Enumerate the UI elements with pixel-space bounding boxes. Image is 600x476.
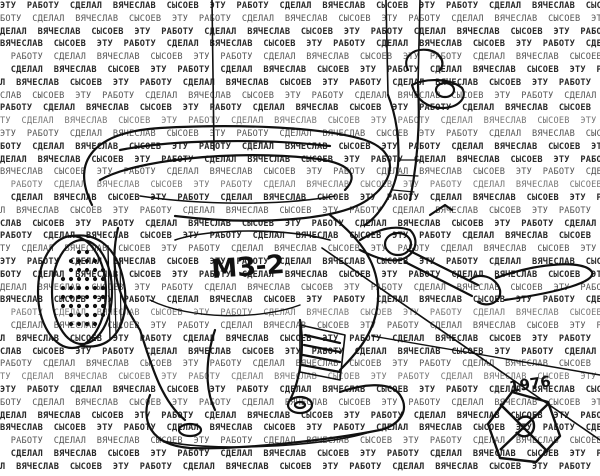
artist-signature-emblem	[486, 390, 562, 464]
typed-text-line: БОТУ СДЕЛАЛ ВЯЧЕСЛАВ СЫСОЕВ ЭТУ РАБОТУ С…	[0, 397, 600, 408]
plate-hole	[76, 285, 82, 291]
typed-text-line: ВЯЧЕСЛАВ СЫСОЕВ ЭТУ РАБОТУ СДЕЛАЛ ВЯЧЕСЛ…	[0, 39, 600, 50]
plate-hole	[84, 303, 90, 309]
plate-hole	[60, 303, 66, 309]
plate-hole	[92, 258, 98, 264]
plate-hole	[84, 285, 90, 291]
typed-text-line: Л ВЯЧЕСЛАВ СЫСОЕВ ЭТУ РАБОТУ СДЕЛАЛ ВЯЧЕ…	[0, 205, 592, 216]
typed-text-line: БОТУ СДЕЛАЛ ВЯЧЕСЛАВ СЫСОЕВ ЭТУ РАБОТУ С…	[0, 13, 600, 24]
plate-hole	[84, 249, 90, 255]
plate-hole	[92, 276, 98, 282]
plate-hole	[100, 294, 106, 300]
typed-text-line: ВЯЧЕСЛАВ СЫСОЕВ ЭТУ РАБОТУ СДЕЛАЛ ВЯЧЕСЛ…	[0, 167, 600, 178]
typed-text-line: Л ВЯЧЕСЛАВ СЫСОЕВ ЭТУ РАБОТУ СДЕЛАЛ ВЯЧЕ…	[0, 461, 592, 472]
plate-hole	[60, 294, 66, 300]
typed-text-line: СДЕЛАЛ ВЯЧЕСЛАВ СЫСОЕВ ЭТУ РАБОТУ СДЕЛАЛ…	[10, 192, 600, 203]
plate-hole	[100, 303, 106, 309]
plate-hole	[92, 294, 98, 300]
plate-hole	[76, 294, 82, 300]
typed-text-line: СЛАВ СЫСОЕВ ЭТУ РАБОТУ СДЕЛАЛ ВЯЧЕСЛАВ С…	[0, 218, 597, 229]
plate-hole	[92, 321, 98, 327]
typed-text-line: ДЕЛАЛ ВЯЧЕСЛАВ СЫСОЕВ ЭТУ РАБОТУ СДЕЛАЛ …	[0, 282, 600, 293]
typed-text-line: РАБОТУ СДЕЛАЛ ВЯЧЕСЛАВ СЫСОЕВ ЭТУ РАБОТУ…	[0, 359, 592, 370]
typed-text-line: Л ВЯЧЕСЛАВ СЫСОЕВ ЭТУ РАБОТУ СДЕЛАЛ ВЯЧЕ…	[0, 77, 592, 88]
plate-hole	[76, 276, 82, 282]
plate-hole	[84, 294, 90, 300]
plate-hole	[92, 312, 98, 318]
plate-hole	[92, 285, 98, 291]
plate-hole	[68, 276, 74, 282]
model-label: МЗ-2	[210, 250, 285, 285]
plate-hole	[92, 267, 98, 273]
typed-text-line: ТУ СДЕЛАЛ ВЯЧЕСЛАВ СЫСОЕВ ЭТУ РАБОТУ СДЕ…	[0, 244, 597, 255]
typed-text-line: СДЕЛАЛ ВЯЧЕСЛАВ СЫСОЕВ ЭТУ РАБОТУ СДЕЛАЛ…	[10, 320, 600, 331]
typed-text-line: РАБОТУ СДЕЛАЛ ВЯЧЕСЛАВ СЫСОЕВ ЭТУ РАБОТУ…	[10, 52, 600, 63]
plate-hole	[68, 267, 74, 273]
plate-hole	[68, 303, 74, 309]
plate-hole	[84, 276, 90, 282]
plate-hole	[76, 303, 82, 309]
typed-text-line: ТУ СДЕЛАЛ ВЯЧЕСЛАВ СЫСОЕВ ЭТУ РАБОТУ СДЕ…	[0, 372, 597, 383]
plate-hole	[84, 312, 90, 318]
plate-hole	[84, 321, 90, 327]
plate-hole	[76, 267, 82, 273]
plate-hole	[68, 321, 74, 327]
plate-hole	[84, 267, 90, 273]
plate-hole	[68, 312, 74, 318]
plate-hole	[68, 258, 74, 264]
typed-text-line: ЭТУ РАБОТУ СДЕЛАЛ ВЯЧЕСЛАВ СЫСОЕВ ЭТУ РА…	[0, 1, 600, 11]
plate-hole	[76, 249, 82, 255]
typed-text-line: СЛАВ СЫСОЕВ ЭТУ РАБОТУ СДЕЛАЛ ВЯЧЕСЛАВ С…	[0, 346, 597, 357]
plate-hole	[100, 276, 106, 282]
typed-text-line: ТУ СДЕЛАЛ ВЯЧЕСЛАВ СЫСОЕВ ЭТУ РАБОТУ СДЕ…	[0, 116, 597, 127]
plate-hole	[60, 276, 66, 282]
plate-hole	[100, 312, 106, 318]
year-label: 1976	[508, 372, 552, 396]
plate-hole	[100, 285, 106, 291]
plate-hole	[84, 258, 90, 264]
plate-hole	[76, 258, 82, 264]
plate-hole	[60, 285, 66, 291]
typed-text-line: РАБОТУ СДЕЛАЛ ВЯЧЕСЛАВ СЫСОЕВ ЭТУ РАБОТУ…	[10, 180, 600, 191]
plate-hole	[76, 321, 82, 327]
plate-hole	[76, 312, 82, 318]
plate-hole	[92, 303, 98, 309]
plate-hole	[68, 285, 74, 291]
typed-text-line: СДЕЛАЛ ВЯЧЕСЛАВ СЫСОЕВ ЭТУ РАБОТУ СДЕЛАЛ…	[10, 64, 600, 75]
plate-hole	[68, 294, 74, 300]
typed-text-line: БОТУ СДЕЛАЛ ВЯЧЕСЛАВ СЫСОЕВ ЭТУ РАБОТУ С…	[0, 269, 600, 280]
plate-hole	[100, 267, 106, 273]
typed-text-line: СДЕЛАЛ ВЯЧЕСЛАВ СЫСОЕВ ЭТУ РАБОТУ СДЕЛАЛ…	[10, 448, 600, 459]
